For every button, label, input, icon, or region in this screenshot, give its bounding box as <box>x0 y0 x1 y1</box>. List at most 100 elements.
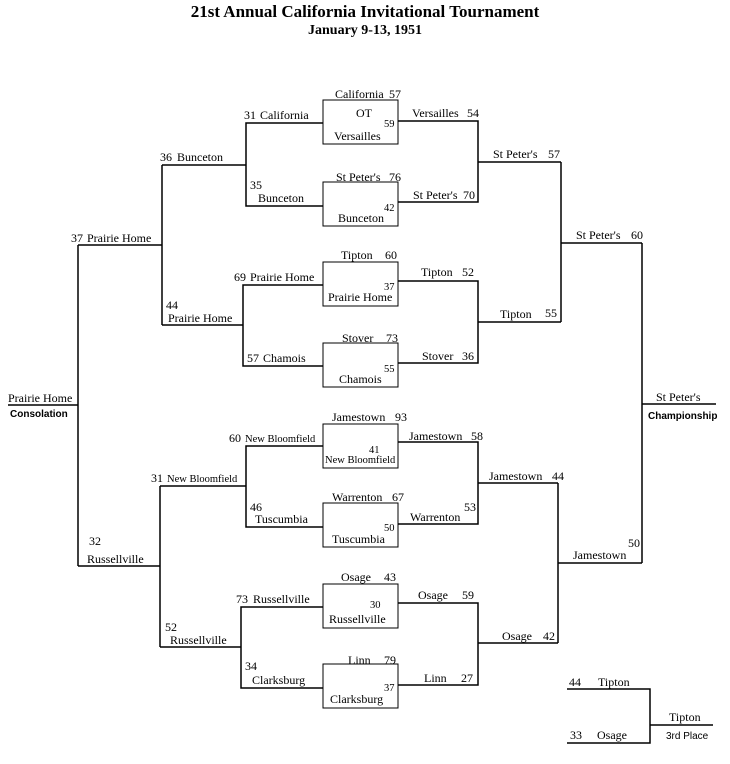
box1-note: OT <box>356 106 373 120</box>
box6-bottom-team: Tuscumbia <box>332 532 386 546</box>
cons-sf3-score: 31 <box>151 471 163 485</box>
game-box-3 <box>322 261 399 307</box>
box2-bottom-team: Bunceton <box>338 211 384 225</box>
champ-sf3-score: 44 <box>552 469 564 483</box>
box4-bottom-score: 55 <box>384 364 395 375</box>
champ-qf6-team: Warrenton <box>410 510 460 524</box>
third-place-label: 3rd Place <box>666 731 709 742</box>
champ-final1-team: St Peter's <box>576 228 621 242</box>
third-place-lines <box>567 688 713 744</box>
champ-final1-score: 60 <box>631 228 643 242</box>
cons-qf6-team: Tuscumbia <box>255 512 309 526</box>
cons-qf7-team: Russellville <box>253 592 310 606</box>
third-place-winner: Tipton <box>669 710 701 724</box>
box3-bottom-team: Prairie Home <box>328 290 392 304</box>
champ-qf7-score: 59 <box>462 588 474 602</box>
champ-qf5-team: Jamestown <box>409 429 462 443</box>
cons-qf6-score: 46 <box>250 500 262 514</box>
box1-top-score: 57 <box>389 87 401 101</box>
cons-qf4-team: Chamois <box>263 351 306 365</box>
box8-bottom-team: Clarksburg <box>330 692 383 706</box>
championship-lines <box>398 120 716 686</box>
cons-qf1-score: 31 <box>244 108 256 122</box>
cons-qf5-team: New Bloomfield <box>245 434 316 445</box>
box2-top-score: 76 <box>389 170 401 184</box>
box1-bottom-score: 59 <box>384 119 395 130</box>
champ-final2-score: 50 <box>628 536 640 550</box>
page-title: 21st Annual California Invitational Tour… <box>190 2 540 21</box>
box5-bottom-score: 41 <box>369 445 380 456</box>
box6-bottom-score: 50 <box>384 523 395 534</box>
cons-qf8-team: Clarksburg <box>252 673 305 687</box>
championship-champion: St Peter's <box>656 390 701 404</box>
box4-top-score: 73 <box>386 331 398 345</box>
box7-bottom-score: 30 <box>370 600 381 611</box>
cons-qf1-team: California <box>260 108 309 122</box>
box7-top-score: 43 <box>384 570 396 584</box>
champ-qf2-team: St Peter's <box>413 188 458 202</box>
champ-sf1-team: St Peter's <box>493 147 538 161</box>
box8-bottom-score: 37 <box>384 683 395 694</box>
box1-top-team: California <box>335 87 384 101</box>
game-box-4 <box>322 342 399 388</box>
champ-qf3-score: 52 <box>462 265 474 279</box>
champ-sf1-score: 57 <box>548 147 560 161</box>
cons-sf4-team: Russellville <box>170 633 227 647</box>
cons-final1-score: 37 <box>71 231 83 245</box>
cons-qf8-score: 34 <box>245 659 257 673</box>
consolation-champion: Prairie Home <box>8 391 72 405</box>
cons-sf2-score: 44 <box>166 298 178 312</box>
consolation-label: Consolation <box>10 409 68 420</box>
box2-bottom-score: 42 <box>384 203 395 214</box>
box3-top-score: 60 <box>385 248 397 262</box>
champ-qf8-score: 27 <box>461 671 473 685</box>
champ-final2-team: Jamestown <box>573 548 626 562</box>
third-top-team: Tipton <box>598 675 630 689</box>
cons-qf5-score: 60 <box>229 431 241 445</box>
header: 21st Annual California Invitational Tour… <box>0 2 730 40</box>
game-box-6 <box>322 502 399 548</box>
cons-sf1-score: 36 <box>160 150 172 164</box>
cons-sf3-team: New Bloomfield <box>167 474 238 485</box>
cons-qf4-score: 57 <box>247 351 259 365</box>
champ-qf7-team: Osage <box>418 588 448 602</box>
champ-qf6-score: 53 <box>464 500 476 514</box>
championship-label: Championship <box>648 411 717 422</box>
game-box-5 <box>322 423 399 469</box>
box5-bottom-team: New Bloomfield <box>325 455 396 466</box>
box7-top-team: Osage <box>341 570 371 584</box>
cons-final2-team: Russellville <box>87 552 144 566</box>
box6-top-score: 67 <box>392 490 404 504</box>
game-box-7 <box>322 583 399 629</box>
box2-top-team: St Peter's <box>336 170 381 184</box>
cons-qf3-team: Prairie Home <box>250 270 314 284</box>
box4-top-team: Stover <box>342 331 373 345</box>
box5-top-score: 93 <box>395 410 407 424</box>
cons-qf3-score: 69 <box>234 270 246 284</box>
champ-qf1-team: Versailles <box>412 106 459 120</box>
box4-bottom-team: Chamois <box>339 372 382 386</box>
champ-qf1-score: 54 <box>467 106 479 120</box>
champ-qf2-score: 70 <box>463 188 475 202</box>
champ-qf8-team: Linn <box>424 671 447 685</box>
consolation-lines <box>8 122 323 689</box>
box8-top-score: 79 <box>384 653 396 667</box>
cons-sf4-score: 52 <box>165 620 177 634</box>
third-top-score: 44 <box>569 675 581 689</box>
cons-sf2-team: Prairie Home <box>168 311 232 325</box>
cons-qf2-score: 35 <box>250 178 262 192</box>
champ-qf4-team: Stover <box>422 349 453 363</box>
champ-sf2-team: Tipton <box>500 307 532 321</box>
champ-sf4-score: 42 <box>543 629 555 643</box>
champ-sf2-score: 55 <box>545 306 557 320</box>
game-box-2 <box>322 181 399 227</box>
cons-final2-score: 32 <box>89 534 101 548</box>
box3-bottom-score: 37 <box>384 282 395 293</box>
third-bottom-score: 33 <box>570 728 582 742</box>
box6-top-team: Warrenton <box>332 490 382 504</box>
cons-final1-team: Prairie Home <box>87 231 151 245</box>
cons-qf2-team: Bunceton <box>258 191 304 205</box>
champ-qf4-score: 36 <box>462 349 474 363</box>
cons-qf7-score: 73 <box>236 592 248 606</box>
